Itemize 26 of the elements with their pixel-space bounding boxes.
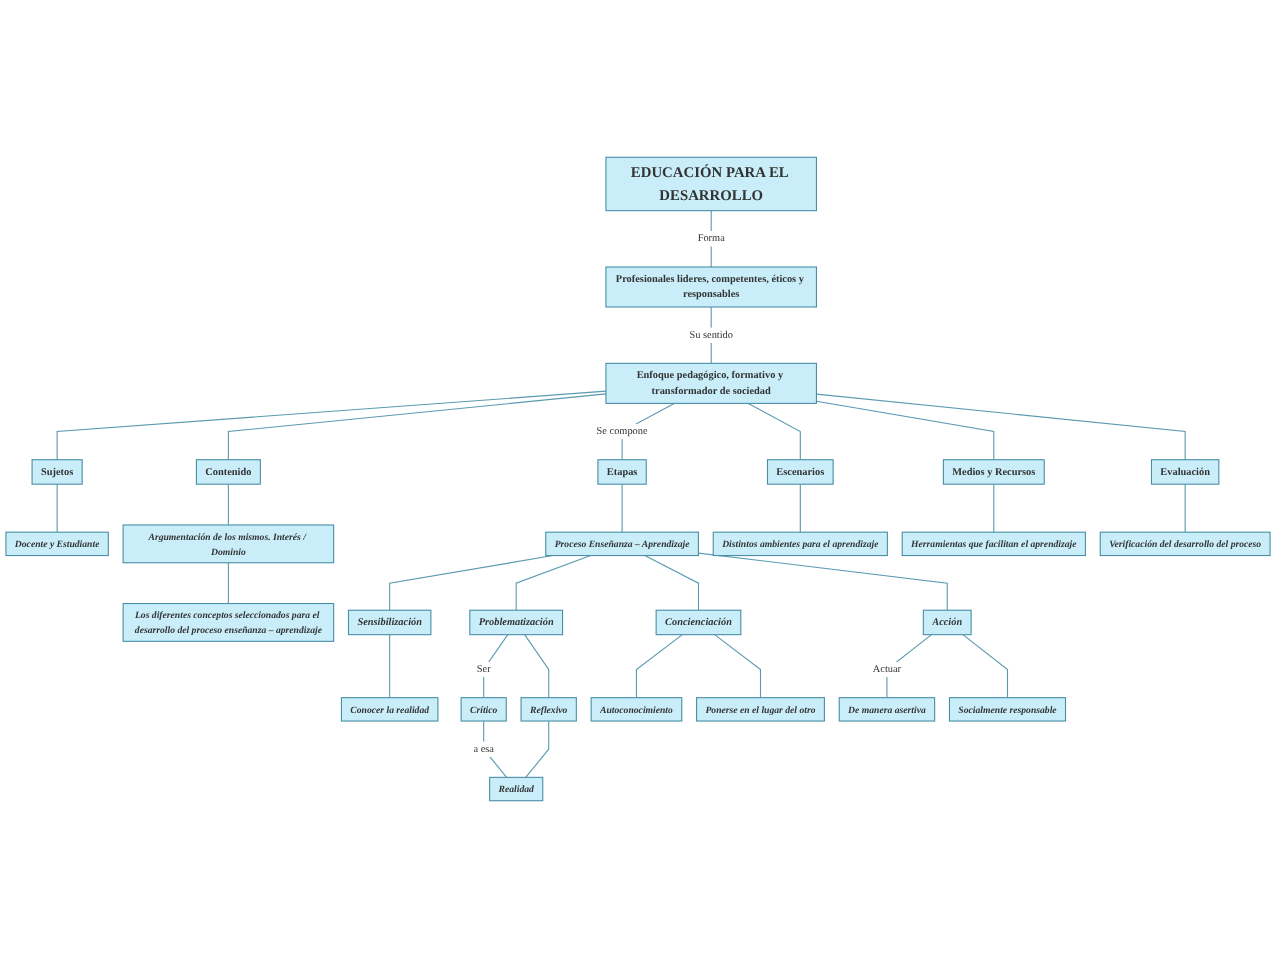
connector [962, 634, 1009, 699]
connector [747, 402, 801, 461]
connector [815, 400, 995, 461]
connector [227, 393, 607, 461]
connector [710, 306, 712, 364]
connector [483, 634, 509, 699]
connector [515, 555, 592, 611]
connector [710, 210, 712, 268]
connector [524, 634, 550, 699]
connector [227, 562, 229, 605]
connector [644, 555, 700, 611]
connector [525, 720, 550, 778]
connector [483, 720, 508, 778]
connector [799, 483, 801, 533]
connector [56, 483, 58, 533]
connector [1184, 483, 1186, 533]
connector [56, 390, 607, 461]
connector [635, 634, 683, 699]
connector [621, 483, 623, 533]
connector [993, 483, 995, 533]
connector [227, 483, 229, 526]
connector [714, 634, 762, 699]
connector [815, 393, 1186, 461]
connector [886, 634, 933, 699]
connector [389, 634, 391, 699]
connector [697, 552, 948, 611]
